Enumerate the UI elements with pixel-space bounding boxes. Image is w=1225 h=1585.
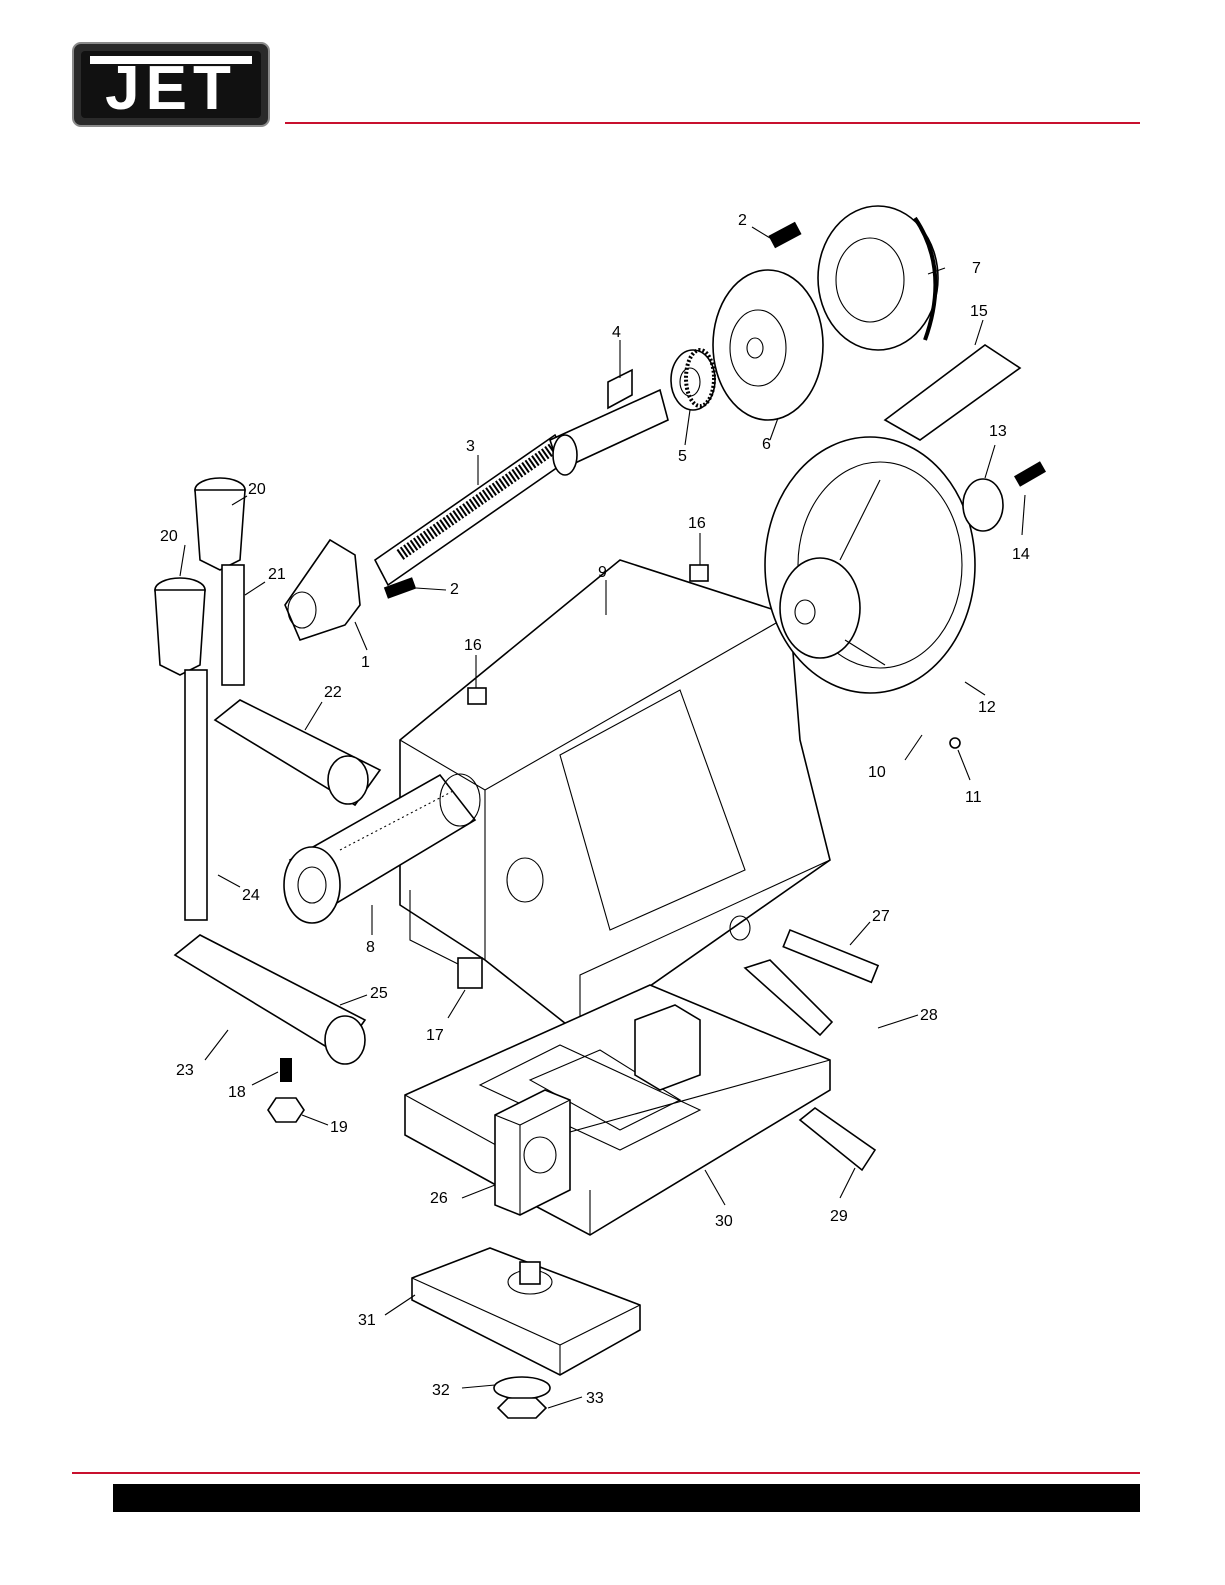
callout-21: 21 — [268, 566, 286, 583]
tailstock-base — [405, 985, 830, 1235]
footer-bar — [113, 1484, 1140, 1512]
lock-pin — [458, 958, 482, 988]
callout-18: 18 — [228, 1084, 246, 1101]
screw-bracket — [285, 540, 360, 640]
callout-16: 16 — [464, 637, 482, 654]
callout-19: 19 — [330, 1119, 348, 1136]
lock-lever-lower — [155, 578, 207, 920]
callout-25: 25 — [370, 985, 388, 1002]
callout-8: 8 — [366, 939, 375, 956]
callout-28: 28 — [920, 1007, 938, 1024]
callout-20: 20 — [248, 481, 266, 498]
clamp-block — [495, 1090, 570, 1215]
set-screw — [690, 565, 708, 581]
callout-10: 10 — [868, 764, 886, 781]
set-screw — [1014, 461, 1046, 486]
callout-16: 16 — [688, 515, 706, 532]
hex-nut — [498, 1398, 546, 1418]
hex-nut — [268, 1098, 304, 1122]
spring — [280, 1058, 292, 1082]
bearing-flange — [713, 270, 823, 420]
callout-24: 24 — [242, 887, 260, 904]
callout-29: 29 — [830, 1208, 848, 1225]
callout-27: 27 — [872, 908, 890, 925]
callout-32: 32 — [432, 1382, 450, 1399]
thrust-bearing — [671, 350, 715, 410]
clamp-stud — [520, 1262, 540, 1284]
callout-6: 6 — [762, 436, 771, 453]
callout-33: 33 — [586, 1390, 604, 1407]
cap-screw — [768, 222, 801, 248]
callout-31: 31 — [358, 1312, 376, 1329]
callout-17: 17 — [426, 1027, 444, 1044]
callout-1: 1 — [361, 654, 370, 671]
lead-screw — [375, 390, 668, 585]
set-screw — [468, 688, 486, 704]
callout-14: 14 — [1012, 546, 1030, 563]
callout-2: 2 — [738, 212, 747, 229]
callout-9: 9 — [598, 564, 607, 581]
adjust-block — [635, 1005, 700, 1090]
callout-22: 22 — [324, 684, 342, 701]
callout-11: 11 — [965, 789, 982, 806]
lock-lever-upper — [195, 478, 245, 685]
steel-ball — [950, 738, 960, 748]
adjusting-screw — [800, 1108, 875, 1170]
callout-15: 15 — [970, 303, 988, 320]
gib-strip — [783, 930, 878, 982]
callout-30: 30 — [715, 1213, 733, 1230]
graduated-dial — [818, 206, 938, 350]
callout-23: 23 — [176, 1062, 194, 1079]
callout-13: 13 — [989, 423, 1007, 440]
washer — [494, 1377, 550, 1399]
callout-5: 5 — [678, 448, 687, 465]
callout-7: 7 — [972, 260, 981, 277]
callout-3: 3 — [466, 438, 475, 455]
callout-20: 20 — [160, 528, 178, 545]
handle-hub — [963, 479, 1003, 531]
adjusting-screw — [745, 960, 832, 1035]
handwheel — [765, 437, 975, 693]
callout-12: 12 — [978, 699, 996, 716]
callout-2: 2 — [450, 581, 459, 598]
footer-rule — [72, 1472, 1140, 1474]
callout-4: 4 — [612, 324, 621, 341]
callout-26: 26 — [430, 1190, 448, 1207]
